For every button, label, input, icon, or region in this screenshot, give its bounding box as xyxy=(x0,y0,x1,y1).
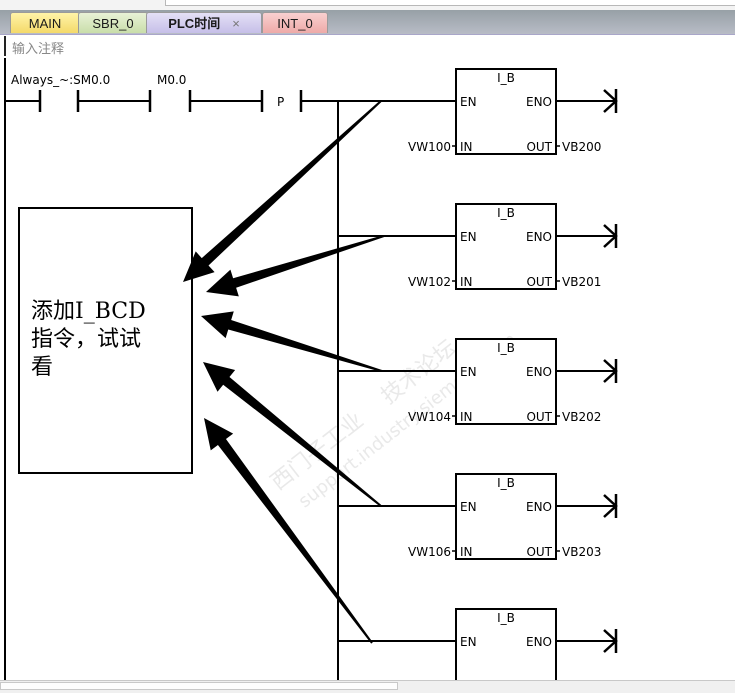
in-pin-label: IN xyxy=(460,545,473,559)
eno-pin-label: ENO xyxy=(526,635,552,649)
text-cursor xyxy=(4,36,6,56)
out-pin-label: OUT xyxy=(526,275,552,289)
contact-sm0-0[interactable] xyxy=(38,90,80,112)
out-operand: VB200 xyxy=(562,140,601,154)
block-title: I_B xyxy=(497,341,515,355)
tab-plc-time[interactable]: PLC时间 × xyxy=(146,12,262,33)
contact-positive-edge[interactable] xyxy=(260,90,303,112)
tab-main[interactable]: MAIN xyxy=(10,12,80,33)
block-title: I_B xyxy=(497,611,515,625)
annotation-line-3: 看 xyxy=(31,355,53,380)
block-title: I_B xyxy=(497,71,515,85)
tab-main-label: MAIN xyxy=(28,16,62,31)
in-operand: VW104 xyxy=(408,410,451,424)
i-b-block[interactable]: I_B EN ENO IN OUT VW100 VB200 xyxy=(408,68,618,155)
annotation-line-1: 添加I_BCD xyxy=(31,299,146,324)
en-pin-label: EN xyxy=(460,365,477,379)
eno-pin-label: ENO xyxy=(526,365,552,379)
scrollbar-thumb[interactable] xyxy=(0,682,398,690)
top-strip xyxy=(0,0,735,10)
i-b-block[interactable]: I_B EN ENO IN OUT VW104 VB202 xyxy=(408,338,618,425)
output-end-icon xyxy=(603,359,618,383)
annotation-line-2: 指令，试试 xyxy=(31,327,141,352)
en-pin-label: EN xyxy=(460,500,477,514)
out-operand: VB201 xyxy=(562,275,601,289)
arrow-icon xyxy=(183,100,382,282)
in-operand: VW102 xyxy=(408,275,451,289)
in-operand: VW106 xyxy=(408,545,451,559)
in-pin-label: IN xyxy=(460,275,473,289)
block-title: I_B xyxy=(497,206,515,220)
output-end-icon xyxy=(603,224,618,248)
address-field xyxy=(165,0,735,6)
out-pin-label: OUT xyxy=(526,410,552,424)
en-pin-label: EN xyxy=(460,230,477,244)
i-b-block[interactable]: I_B EN ENO xyxy=(455,608,618,680)
eno-pin-label: ENO xyxy=(526,230,552,244)
i-b-block[interactable]: I_B EN ENO IN OUT VW102 VB201 xyxy=(408,203,618,290)
output-end-icon xyxy=(603,89,618,113)
in-pin-label: IN xyxy=(460,140,473,154)
annotation-arrows xyxy=(183,100,385,644)
contact-label-sm0-0: Always_~:SM0.0 xyxy=(11,73,110,87)
output-end-icon xyxy=(603,494,618,518)
contact-label-m0-0: M0.0 xyxy=(157,73,186,87)
horizontal-scrollbar[interactable] xyxy=(0,680,735,693)
annotation-box xyxy=(18,207,193,474)
arrow-icon xyxy=(204,418,373,644)
out-pin-label: OUT xyxy=(526,545,552,559)
in-pin-label: IN xyxy=(460,410,473,424)
eno-pin-label: ENO xyxy=(526,500,552,514)
arrow-icon xyxy=(206,235,385,297)
out-operand: VB203 xyxy=(562,545,601,559)
tab-int0-label: INT_0 xyxy=(277,16,313,31)
out-operand: VB202 xyxy=(562,410,601,424)
tab-bar: MAIN SBR_0 PLC时间 × INT_0 xyxy=(0,10,735,35)
contact-m0-0[interactable] xyxy=(148,90,192,112)
en-pin-label: EN xyxy=(460,95,477,109)
tab-int0[interactable]: INT_0 xyxy=(262,12,328,33)
rung-wires xyxy=(5,100,456,680)
out-pin-label: OUT xyxy=(526,140,552,154)
arrow-icon xyxy=(203,362,382,507)
block-title: I_B xyxy=(497,476,515,490)
i-b-block[interactable]: I_B EN ENO IN OUT VW106 VB203 xyxy=(408,473,618,560)
tab-plc-time-label: PLC时间 xyxy=(168,16,221,31)
en-pin-label: EN xyxy=(460,635,477,649)
network-comment[interactable]: 输入注释 xyxy=(12,41,65,56)
eno-pin-label: ENO xyxy=(526,95,552,109)
in-operand: VW100 xyxy=(408,140,451,154)
positive-edge-label: P xyxy=(277,95,284,109)
arrow-icon xyxy=(201,311,383,372)
close-icon[interactable]: × xyxy=(232,16,240,31)
output-end-icon xyxy=(603,629,618,653)
tab-sbr0-label: SBR_0 xyxy=(92,16,134,31)
